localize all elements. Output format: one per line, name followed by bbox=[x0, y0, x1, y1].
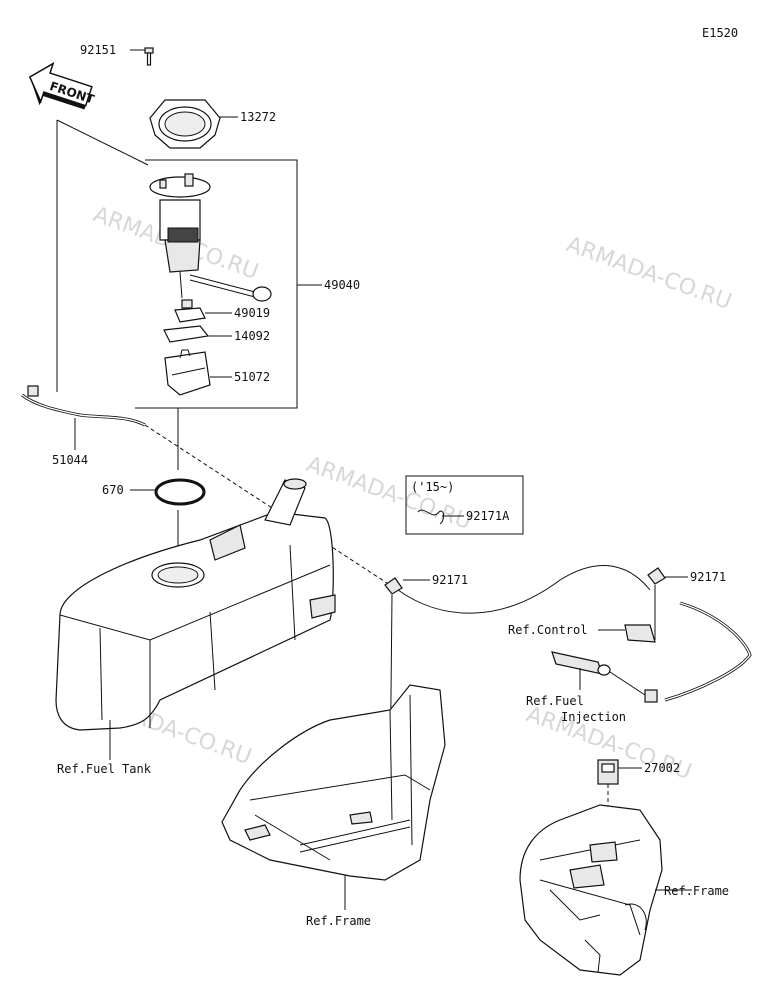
year-note-box: ('15~) 92171A bbox=[405, 475, 524, 535]
part-number-670: 670 bbox=[102, 483, 124, 497]
front-arrow-icon: FRONT bbox=[28, 61, 97, 110]
bolt-92151: 92151 bbox=[80, 43, 154, 66]
part-number-92151: 92151 bbox=[80, 43, 116, 57]
part-number-13272: 13272 bbox=[240, 110, 276, 124]
part-number-49040: 49040 bbox=[324, 278, 360, 292]
right-hose bbox=[664, 601, 752, 702]
ref-fuel-injection-line2: Injection bbox=[561, 710, 626, 724]
clamp-92171-right: 92171 bbox=[647, 567, 726, 640]
fuel-tank: Ref.Fuel Tank bbox=[55, 478, 336, 776]
frame-left: Ref.Frame bbox=[221, 684, 446, 928]
diagram-code: E1520 bbox=[702, 26, 738, 40]
part-14092: 14092 bbox=[163, 325, 270, 343]
hose-51044: 51044 bbox=[21, 119, 149, 467]
part-number-14092: 14092 bbox=[234, 329, 270, 343]
vent-hose bbox=[397, 565, 651, 614]
ref-control: Ref.Control bbox=[508, 623, 587, 637]
part-49019: 49019 bbox=[174, 299, 270, 323]
plate-13272: 13272 bbox=[149, 99, 276, 149]
ref-fuel-injection-line1: Ref.Fuel bbox=[526, 694, 584, 708]
assembly-bracket bbox=[135, 159, 298, 409]
part-number-51072: 51072 bbox=[234, 370, 270, 384]
fuel-pump-assembly bbox=[149, 173, 272, 302]
part-number-92171a: 92171A bbox=[466, 509, 510, 523]
watermark: ARMADA-CO.RU bbox=[563, 232, 735, 315]
o-ring-670: 670 bbox=[102, 478, 206, 506]
part-number-49019: 49019 bbox=[234, 306, 270, 320]
fuel-injection-part: Ref.Fuel Injection bbox=[526, 651, 658, 724]
frame-right: Ref.Frame bbox=[519, 804, 729, 976]
part-number-51044: 51044 bbox=[52, 453, 88, 467]
ref-frame-right: Ref.Frame bbox=[664, 884, 729, 898]
connector-27002: 27002 bbox=[597, 759, 680, 850]
part-number-27002: 27002 bbox=[644, 761, 680, 775]
ref-fuel-tank: Ref.Fuel Tank bbox=[57, 762, 152, 776]
part-51072: 51072 bbox=[164, 349, 270, 396]
ref-frame-left: Ref.Frame bbox=[306, 914, 371, 928]
part-number-92171-left: 92171 bbox=[432, 573, 468, 587]
part-number-92171-right: 92171 bbox=[690, 570, 726, 584]
control-bracket: Ref.Control bbox=[508, 623, 656, 643]
year-note: ('15~) bbox=[411, 480, 454, 494]
